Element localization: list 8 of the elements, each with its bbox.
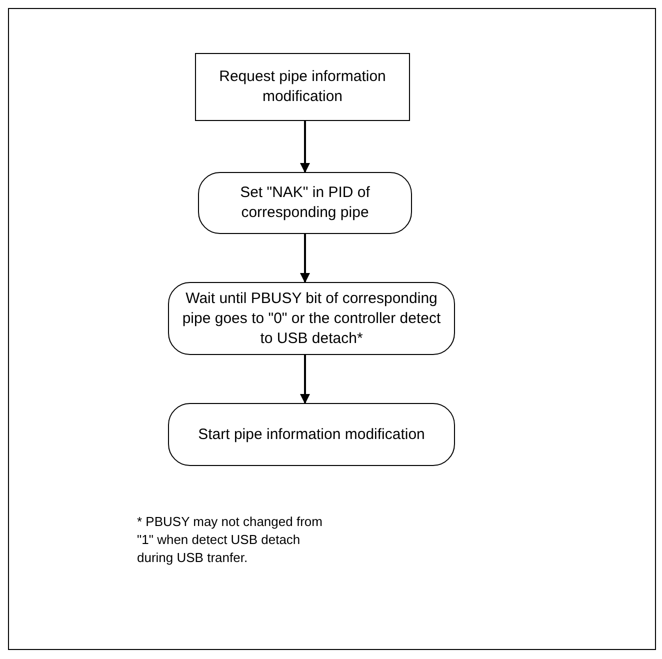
rounded-process-box: Set "NAK" in PID of corresponding pipe [198, 172, 412, 234]
arrow [300, 234, 310, 283]
rounded-process-box: Wait until PBUSY bit of corresponding pipe goes to "0" or the controller detect to USB detach* [168, 282, 455, 355]
arrow [300, 121, 310, 173]
process-box: Request pipe information modification [195, 53, 410, 121]
arrow [300, 355, 310, 404]
footnote: * PBUSY may not changed from "1" when detect USB detach during USB tranfer. [137, 513, 324, 567]
rounded-process-box: Start pipe information modification [168, 403, 455, 466]
